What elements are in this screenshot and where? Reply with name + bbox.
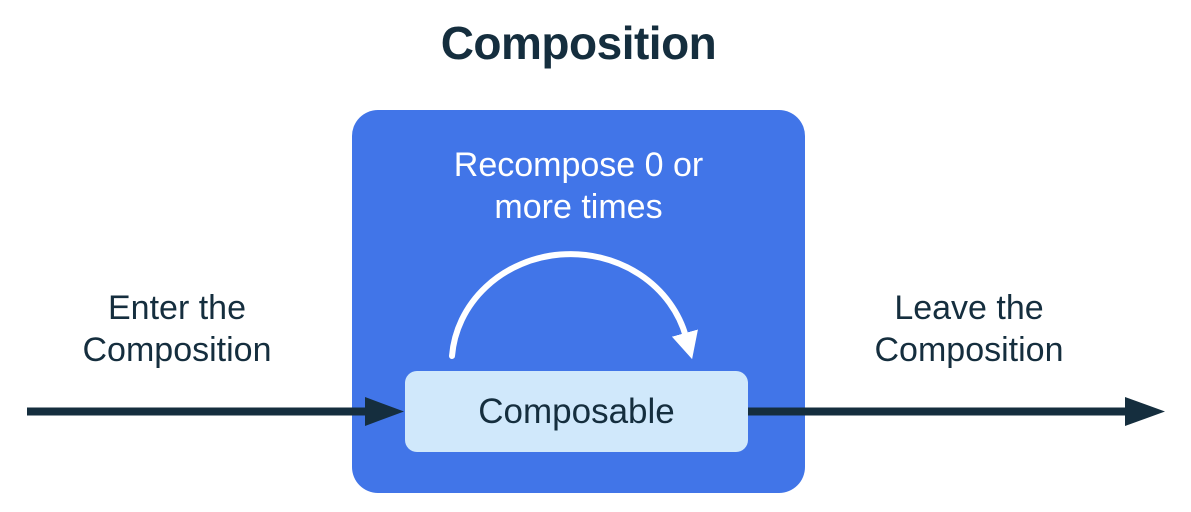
composable-node: Composable [405, 371, 748, 452]
leave-composition-label: Leave the Composition [874, 289, 1064, 369]
composable-label: Composable [478, 391, 675, 431]
composition-container: Recompose 0 or more times Composable [352, 110, 805, 493]
enter-arrow [27, 397, 404, 426]
enter-composition-label: Enter the Composition [82, 289, 272, 369]
recompose-label: Recompose 0 or more times [453, 146, 704, 226]
diagram-title: Composition [440, 17, 717, 69]
leave-arrow [748, 397, 1165, 426]
